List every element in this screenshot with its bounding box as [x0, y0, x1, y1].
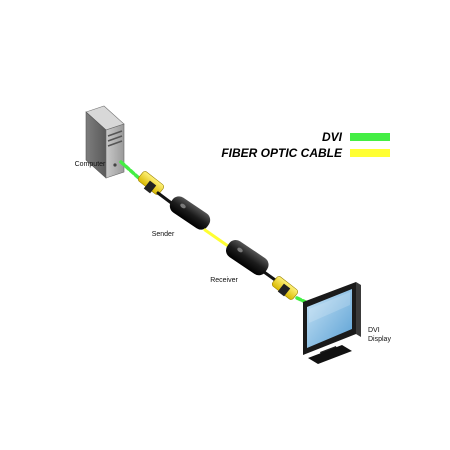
sender-unit-icon	[169, 196, 211, 230]
legend-fiber-label: FIBER OPTIC CABLE	[221, 146, 343, 160]
dvi-plug-display	[271, 276, 299, 300]
legend-fiber-swatch	[350, 149, 390, 157]
dvi-plug-sender	[137, 171, 165, 195]
computer-label: Computer	[75, 161, 106, 168]
sender-label: Sender	[152, 231, 175, 238]
display-label-line1: DVI	[368, 327, 380, 334]
computer-tower-icon	[85, 105, 125, 179]
legend-dvi-swatch	[350, 133, 390, 141]
fiber-optic-cable	[203, 228, 230, 248]
legend: DVI FIBER OPTIC CABLE	[221, 130, 390, 160]
monitor-icon	[303, 282, 361, 364]
receiver-unit-icon	[226, 239, 269, 276]
legend-dvi-label: DVI	[322, 130, 343, 144]
dvi-cable-computer	[119, 160, 143, 182]
display-label-line2: Display	[368, 336, 391, 343]
receiver-label: Receiver	[210, 277, 238, 284]
